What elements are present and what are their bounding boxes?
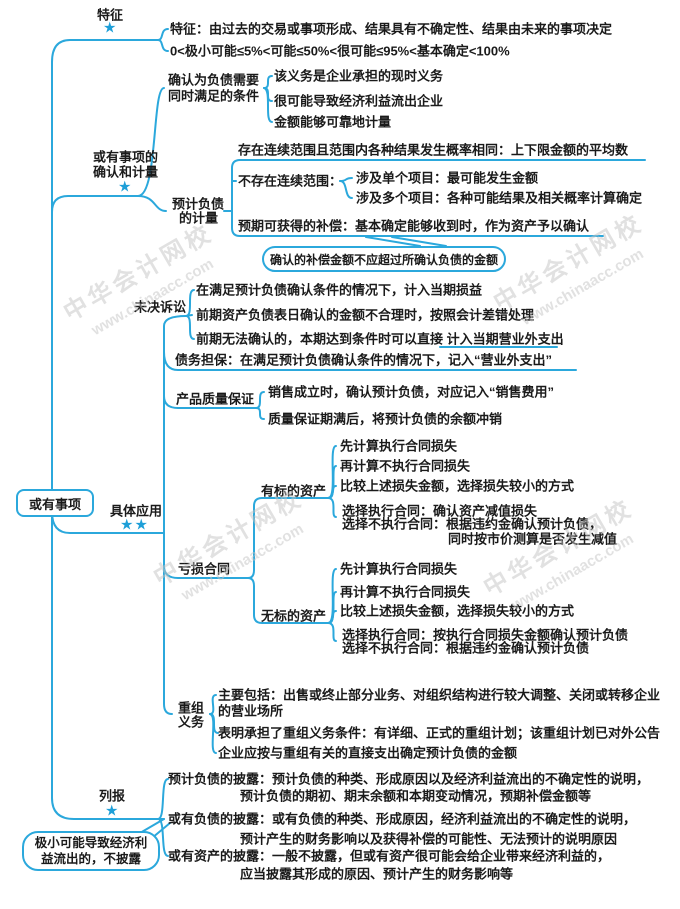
liebao-item: 预计负债的披露：预计负债的种类、形成原因以及经济利益流出的不确定性的说明， — [168, 771, 650, 787]
with-asset-item: 选择不执行合同：根据违约金确认预计负债， — [342, 516, 603, 532]
restructure-item: 主要包括：出售或终止部分业务、对组织结构进行较大调整、关闭或转移企业 — [218, 687, 661, 703]
with-asset-item: 再计算不执行合同损失 — [340, 458, 471, 474]
star-icon: ★ — [105, 802, 120, 820]
lawsuit-item: 前期无法确认的，本期达到条件时可以直接 计入当期营业外支出 — [196, 331, 564, 347]
compensation-callout-text: 确认的补偿金额不应超过所确认负债的金额 — [269, 252, 498, 267]
without-asset-item: 选择不执行合同：根据违约金确认预计负债 — [342, 640, 590, 656]
liebao-item-cont: 应当披露其形成的原因、预计产生的财务影响等 — [240, 866, 514, 882]
lawsuit-item: 在满足预计负债确认条件的情况下，计入当期损益 — [196, 282, 483, 298]
no-disclosure-line1: 极小可能导致经济利 — [34, 836, 148, 850]
norange-item: 涉及单个项目：最可能发生金额 — [356, 170, 539, 186]
with-asset-item: 比较上述损失金额，选择损失较小的方式 — [340, 478, 575, 494]
node-warranty-label: 产品质量保证 — [176, 391, 255, 407]
node-queren-label-line1: 或有事项的 — [93, 149, 159, 165]
no-disclosure-callout-box: 极小可能导致经济利 益流出的，不披露 — [22, 831, 160, 871]
node-with-asset-label: 有标的资产 — [261, 483, 327, 499]
root-label: 或有事项 — [28, 496, 81, 512]
with-asset-item-cont: 同时按市价测算是否发生减值 — [448, 531, 618, 547]
node-restructure-label-line2: 义务 — [178, 714, 205, 730]
no-disclosure-line2: 益流出的，不披露 — [40, 852, 141, 866]
conditions-item: 该义务是企业承担的现时义务 — [274, 68, 444, 84]
node-without-asset-label: 无标的资产 — [261, 608, 327, 624]
with-asset-item: 选择执行合同：确认资产减值损失 — [342, 503, 538, 519]
star-icon: ★★ — [120, 516, 149, 534]
node-measurement-label-line2: 的计量 — [179, 210, 219, 226]
node-onerous-label: 亏损合同 — [178, 561, 231, 577]
with-asset-item: 先计算执行合同损失 — [340, 438, 458, 454]
node-norange-label: 不存在连续范围： — [238, 173, 343, 189]
node-conditions-label-line2: 同时满足的条件 — [168, 88, 260, 104]
node-liebao-label: 列报 — [99, 788, 126, 804]
restructure-item: 表明承担了重组义务条件：有详细、正式的重组计划；该重组计划已对外公告 — [218, 725, 661, 741]
without-asset-item: 选择执行合同：按执行合同损失金额确认预计负债 — [342, 627, 629, 643]
restructure-item: 企业应按与重组有关的直接支出确定预计负债的金额 — [218, 745, 518, 761]
node-lawsuit-label: 未决诉讼 — [134, 299, 187, 315]
warranty-item: 质量保证期满后，将预计负债的余额冲销 — [268, 411, 503, 427]
without-asset-item: 比较上述损失金额，选择损失较小的方式 — [340, 603, 575, 619]
conditions-item: 金额能够可靠地计量 — [274, 114, 392, 130]
node-juti-label: 具体应用 — [110, 503, 163, 519]
warranty-item: 销售成立时，确认预计负债，对应记入“销售费用” — [268, 384, 555, 400]
tezheng-item: 0<极小可能≤5%<可能≤50%<很可能≤95%<基本确定<100% — [170, 43, 510, 59]
root-node: 或有事项 — [16, 489, 94, 517]
node-restructure-label-line1: 重组 — [178, 700, 205, 716]
tezheng-item: 特征：由过去的交易或事项形成、结果具有不确定性、结果由未来的事项决定 — [170, 21, 613, 37]
conditions-item: 很可能导致经济利益流出企业 — [274, 93, 444, 109]
star-icon: ★ — [103, 19, 118, 37]
measurement-item: 预期可获得的补偿：基本确定能够收到时，作为资产予以确认 — [238, 218, 590, 234]
star-icon: ★ — [118, 178, 133, 196]
liebao-item-cont: 预计产生的财务影响以及获得补偿的可能性、无法预计的说明原因 — [240, 831, 618, 847]
without-asset-item: 先计算执行合同损失 — [340, 561, 458, 577]
node-conditions-label-line1: 确认为负债需要 — [168, 72, 260, 88]
measurement-item: 存在连续范围且范围内各种结果发生概率相同：上下限金额的平均数 — [238, 142, 629, 158]
lawsuit-item: 前期资产负债表日确认的金额不合理时，按照会计差错处理 — [196, 307, 535, 323]
node-measurement-label-line1: 预计负债 — [172, 196, 225, 212]
without-asset-item: 再计算不执行合同损失 — [340, 584, 471, 600]
liebao-item-cont: 预计负债的期初、期末余额和本期变动情况，预期补偿金额等 — [240, 788, 592, 804]
node-queren-label-line2: 确认和计量 — [93, 164, 159, 180]
guarantee-item: 债务担保：在满足预计负债确认条件的情况下，记入“营业外支出” — [175, 352, 553, 368]
restructure-item-cont: 的营业场所 — [218, 703, 284, 719]
node-tezheng-label: 特征 — [97, 7, 124, 23]
liebao-item: 或有负债的披露：或有负债的种类、形成原因，经济利益流出的不确定性的说明， — [168, 811, 637, 827]
compensation-callout-box: 确认的补偿金额不应超过所确认负债的金额 — [262, 246, 506, 272]
liebao-item: 或有资产的披露：一般不披露，但或有资产很可能会给企业带来经济利益的， — [168, 848, 611, 864]
norange-item: 涉及多个项目：各种可能结果及相关概率计算确定 — [356, 190, 643, 206]
